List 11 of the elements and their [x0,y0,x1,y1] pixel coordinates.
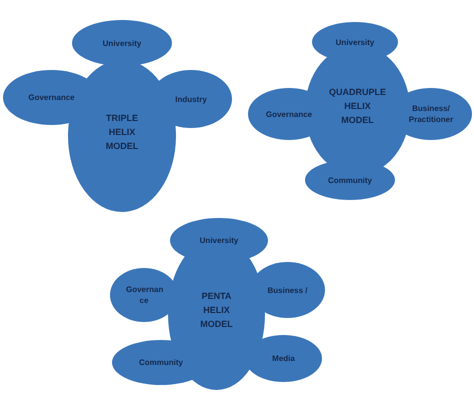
model-title: QUADRUPLE HELIX MODEL [328,85,388,127]
model-title: TRIPLE HELIX MODEL [100,111,144,153]
actor-label: Community [121,357,201,368]
actor-label: Governance [12,92,92,103]
actor-label: Governance [254,108,324,120]
actor-label: Business / [268,284,308,296]
actor-label: Media [254,353,314,364]
model-title: PENTA HELIX MODEL [194,289,238,331]
actor-label: University [82,38,162,48]
actor-label: University [179,235,259,246]
actor-label: Industry [156,94,226,104]
